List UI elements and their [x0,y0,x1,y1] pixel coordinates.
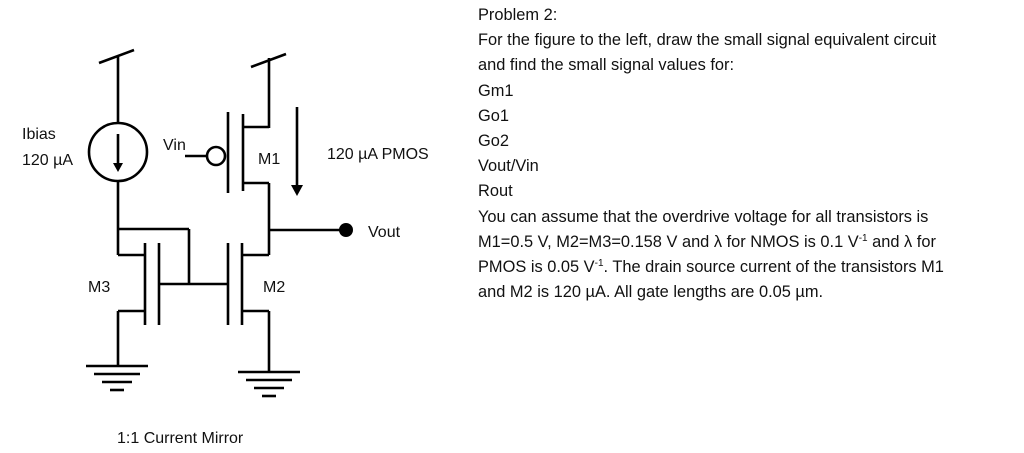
assumption-line-3-text: PMOS is 0.05 V [478,258,595,277]
problem-item-go1: Go1 [478,106,509,125]
problem-statement: Problem 2: For the figure to the left, d… [478,3,1024,305]
ground-icon-m3 [86,364,148,392]
current-mirror-caption: 1:1 Current Mirror [117,430,244,447]
assumption-line-4: and M2 is 120 µA. All gate lengths are 0… [478,283,824,302]
assumption-line-2-text: M1=0.5 V, M2=M3=0.158 V and λ for NMOS i… [478,232,859,251]
assumption-line-2-tail: and λ for [867,232,936,251]
problem-item-gm1: Gm1 [478,81,514,100]
current-arrow-icon [113,163,123,172]
m3-label: M3 [88,279,111,296]
m2-label: M2 [263,279,286,296]
current-source-icon [87,121,149,183]
problem-intro-line-1: For the figure to the left, draw the sma… [478,31,937,50]
pmos-gate-bubble-icon [205,145,227,167]
problem-item-rout: Rout [478,182,513,201]
m1-label: M1 [258,151,281,168]
m1-current-arrow-icon [291,185,303,196]
transistor-m1-symbol [185,52,287,193]
vin-label: Vin [163,137,186,154]
transistor-m3-symbol [116,243,161,366]
circuit-schematic [86,48,353,398]
ibias-label: Ibias [22,126,56,143]
vdd-symbol-left [98,48,135,122]
unit-exponent: -1 [858,232,868,244]
problem-item-gain: Vout/Vin [478,157,539,176]
vout-node-dot [339,223,353,237]
vout-label: Vout [368,224,401,241]
m1-current-label: 120 µA PMOS [327,146,429,163]
transistor-m2-symbol [226,243,271,372]
assumption-line-1: You can assume that the overdrive voltag… [478,207,929,226]
assumption-line-3: PMOS is 0.05 V-1. The drain source curre… [478,255,1024,280]
assumption-line-3-tail: . The drain source current of the transi… [603,258,944,277]
problem-title: Problem 2: [478,6,558,24]
ibias-value-label: 120 µA [22,152,74,169]
problem-item-go2: Go2 [478,132,509,151]
ground-icon-m2 [238,370,300,398]
unit-exponent: -1 [594,258,604,270]
assumption-line-2: M1=0.5 V, M2=M3=0.158 V and λ for NMOS i… [478,230,1024,255]
problem-intro-line-2: and find the small signal values for: [478,56,735,75]
